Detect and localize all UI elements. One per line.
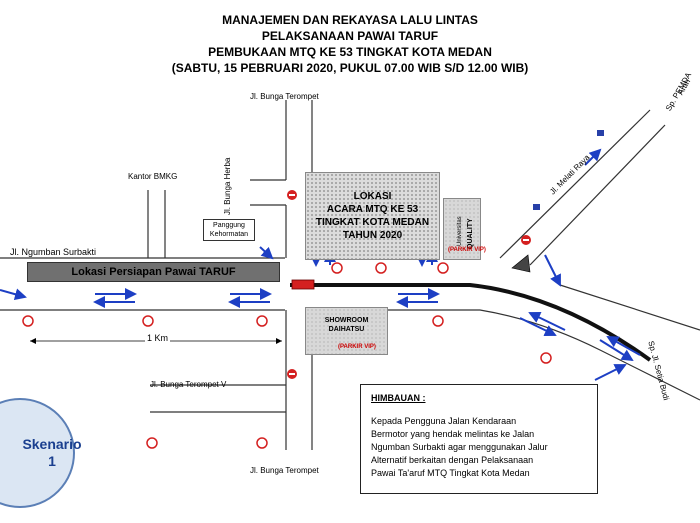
showroom-line-2: DAIHATSU [328,326,365,333]
skenario-number: 1 [48,453,56,469]
quality-building: Universitas QUALITY [443,198,481,260]
parkir-vip-1: (PARKIR VIP) [448,247,486,253]
street-bunga-terompet-v: Jl. Bunga Terompet V [150,380,227,389]
street-bunga-herba: Jl. Bunga Herba [223,157,232,215]
showroom-building: SHOWROOM DAIHATSU (PARKIR VIP) [305,307,388,355]
showroom-line-1: SHOWROOM [324,317,369,324]
skenario-text: Skenario [22,436,82,452]
lokasi-line-4: TAHUN 2020 [342,230,403,241]
panggung-line-2: Kehormatan [209,231,249,238]
lokasi-acara-area: LOKASI ACARA MTQ KE 53 TINGKAT KOTA MEDA… [305,172,440,260]
himbauan-text: Kepada Pengguna Jalan Kendaraan Bermotor… [371,415,587,480]
lokasi-line-3: TINGKAT KOTA MEDAN [315,217,430,228]
street-bunga-terompet-bottom: Jl. Bunga Terompet [250,466,319,475]
map-title-2: PELAKSANAAN PAWAI TARUF [261,29,439,43]
panggung-kehormatan: Panggung Kehormatan [203,219,255,241]
parkir-vip-2: (PARKIR VIP) [338,344,376,350]
himbauan-line-5: Pawai Ta'aruf MTQ Tingkat Kota Medan [371,468,530,478]
himbauan-line-4: Alternatif berkaitan dengan Pelaksanaan [371,455,534,465]
persiapan-area: Lokasi Persiapan Pawai TARUF [27,262,280,282]
street-bunga-terompet-top: Jl. Bunga Terompet [250,92,319,101]
himbauan-box: HIMBAUAN : Kepada Pengguna Jalan Kendara… [360,384,598,494]
lokasi-line-2: ACARA MTQ KE 53 [326,204,419,215]
lokasi-line-1: LOKASI [353,191,392,202]
himbauan-title: HIMBAUAN : [371,393,426,403]
distance-label: 1 Km [145,333,171,343]
panggung-line-1: Panggung [213,222,245,229]
kantor-bmkg-label: Kantor BMKG [128,172,178,181]
map-title-1: MANAJEMEN DAN REKAYASA LALU LINTAS [222,13,478,27]
map-title-3: PEMBUKAAN MTQ KE 53 TINGKAT KOTA MEDAN [208,45,492,59]
persiapan-label: Lokasi Persiapan Pawai TARUF [71,266,236,278]
street-ngumban-surbakti: Jl. Ngumban Surbakti [10,247,97,257]
himbauan-line-1: Kepada Pengguna Jalan Kendaraan [371,416,517,426]
himbauan-line-3: Ngumban Surbakti agar menggunakan Jalur [371,442,548,452]
map-title-4: (SABTU, 15 PEBRUARI 2020, PUKUL 07.00 WI… [171,61,529,75]
universitas-label: Universitas [457,216,463,246]
quality-label: QUALITY [467,218,474,249]
himbauan-line-2: Bermotor yang hendak melintas ke Jalan [371,429,535,439]
